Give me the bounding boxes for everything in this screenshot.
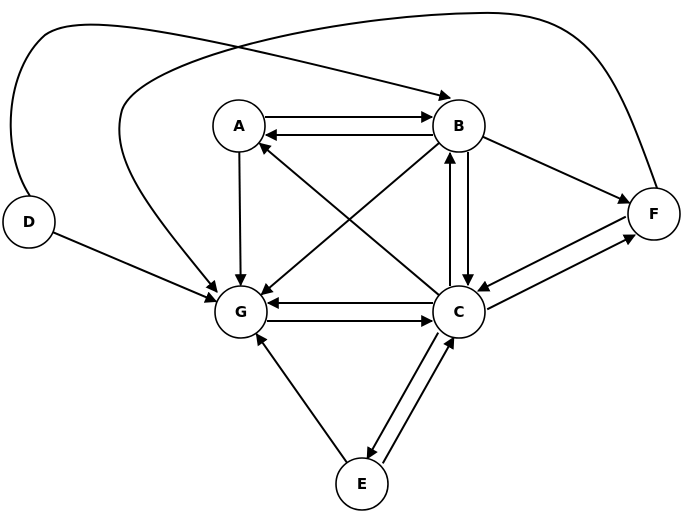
node-circle xyxy=(432,285,486,339)
node-label: F xyxy=(649,205,659,223)
edge-c-to-a xyxy=(258,142,440,296)
node-circle xyxy=(627,187,681,241)
edge-b-to-g xyxy=(260,142,440,296)
edge-b-to-f xyxy=(482,135,631,204)
node-b: B xyxy=(432,99,486,153)
node-circle xyxy=(214,285,268,339)
node-circle xyxy=(432,99,486,153)
node-label: A xyxy=(233,117,245,135)
edge-e-to-g xyxy=(255,333,348,464)
node-f: F xyxy=(627,187,681,241)
node-label: C xyxy=(453,303,464,321)
node-label: B xyxy=(453,117,464,135)
edge-c-to-f xyxy=(486,234,636,311)
edge-d-to-b xyxy=(9,23,452,197)
nodes-layer: A B C D E F G xyxy=(2,99,681,511)
node-e: E xyxy=(335,457,389,511)
node-label: D xyxy=(23,213,35,231)
edge-c-to-e xyxy=(366,332,440,460)
node-label: G xyxy=(235,303,247,321)
node-d: D xyxy=(2,195,56,249)
edge-e-to-c xyxy=(381,336,455,464)
node-g: G xyxy=(214,285,268,339)
node-c: C xyxy=(432,285,486,339)
edge-f-to-g xyxy=(118,11,658,293)
node-a: A xyxy=(212,99,266,153)
node-circle xyxy=(335,457,389,511)
node-label: E xyxy=(357,475,367,493)
edge-d-to-g xyxy=(52,231,218,303)
node-circle xyxy=(212,99,266,153)
edge-f-to-c xyxy=(477,215,627,292)
edge-a-to-g xyxy=(234,151,247,287)
edges-layer xyxy=(9,11,658,464)
node-circle xyxy=(2,195,56,249)
